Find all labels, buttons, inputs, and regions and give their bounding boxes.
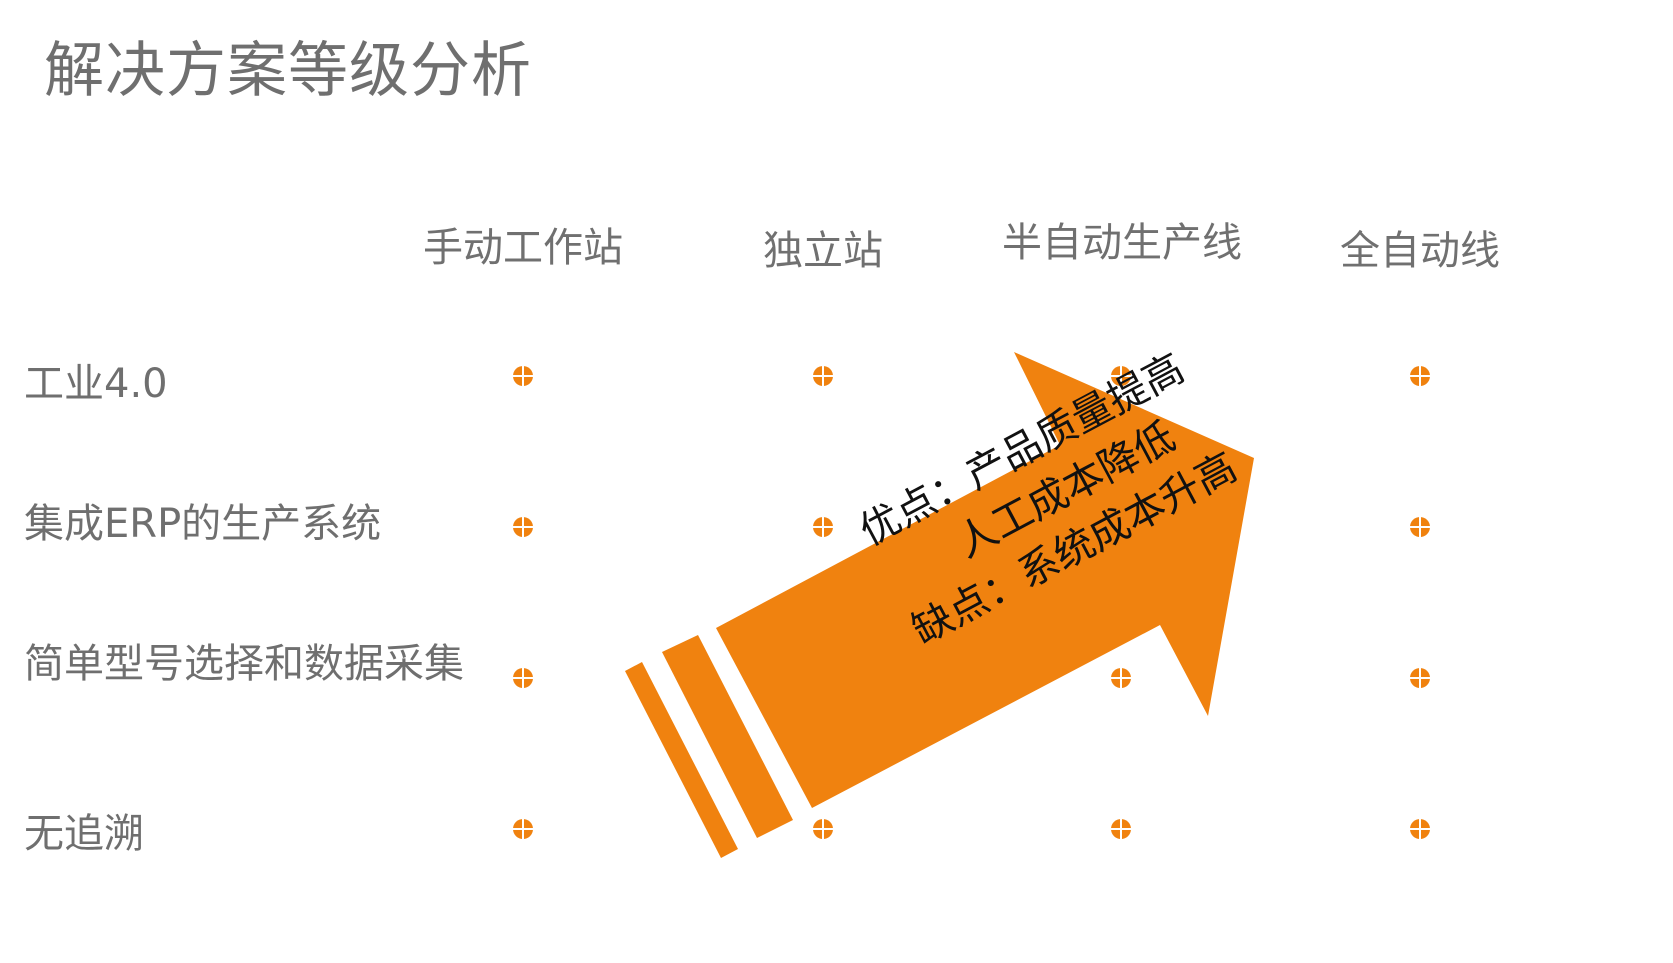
crosshair-dot-icon — [512, 818, 534, 840]
row-label-simple: 简单型号选择和数据采集 — [24, 641, 464, 687]
crosshair-dot-icon — [1409, 516, 1431, 538]
crosshair-dot-icon — [1110, 667, 1132, 689]
crosshair-dot-icon — [512, 667, 534, 689]
row-label-no-trace: 无追溯 — [24, 811, 144, 857]
crosshair-dot-icon — [812, 818, 834, 840]
crosshair-dot-icon — [1409, 818, 1431, 840]
crosshair-dot-icon — [812, 365, 834, 387]
crosshair-dot-icon — [512, 365, 534, 387]
crosshair-dot-icon — [1110, 818, 1132, 840]
column-header-semi-auto: 半自动生产线 — [1002, 220, 1242, 266]
arrow-tail-stripe-2 — [662, 635, 793, 838]
row-label-erp: 集成ERP的生产系统 — [24, 501, 382, 547]
page-title: 解决方案等级分析 — [44, 36, 532, 106]
column-header-full-auto: 全自动线 — [1340, 228, 1500, 274]
crosshair-dot-icon — [1409, 667, 1431, 689]
arrow-text: 优点：产品质量提高 人工成本降低 缺点：系统成本升高 — [850, 341, 1247, 658]
row-label-industry40: 工业4.0 — [24, 361, 168, 407]
column-header-standalone: 独立站 — [763, 228, 883, 274]
crosshair-dot-icon — [812, 516, 834, 538]
crosshair-dot-icon — [1409, 365, 1431, 387]
column-header-manual: 手动工作站 — [423, 225, 623, 271]
arrow-tail-stripe-1 — [625, 662, 738, 858]
crosshair-dot-icon — [812, 667, 834, 689]
crosshair-dot-icon — [512, 516, 534, 538]
